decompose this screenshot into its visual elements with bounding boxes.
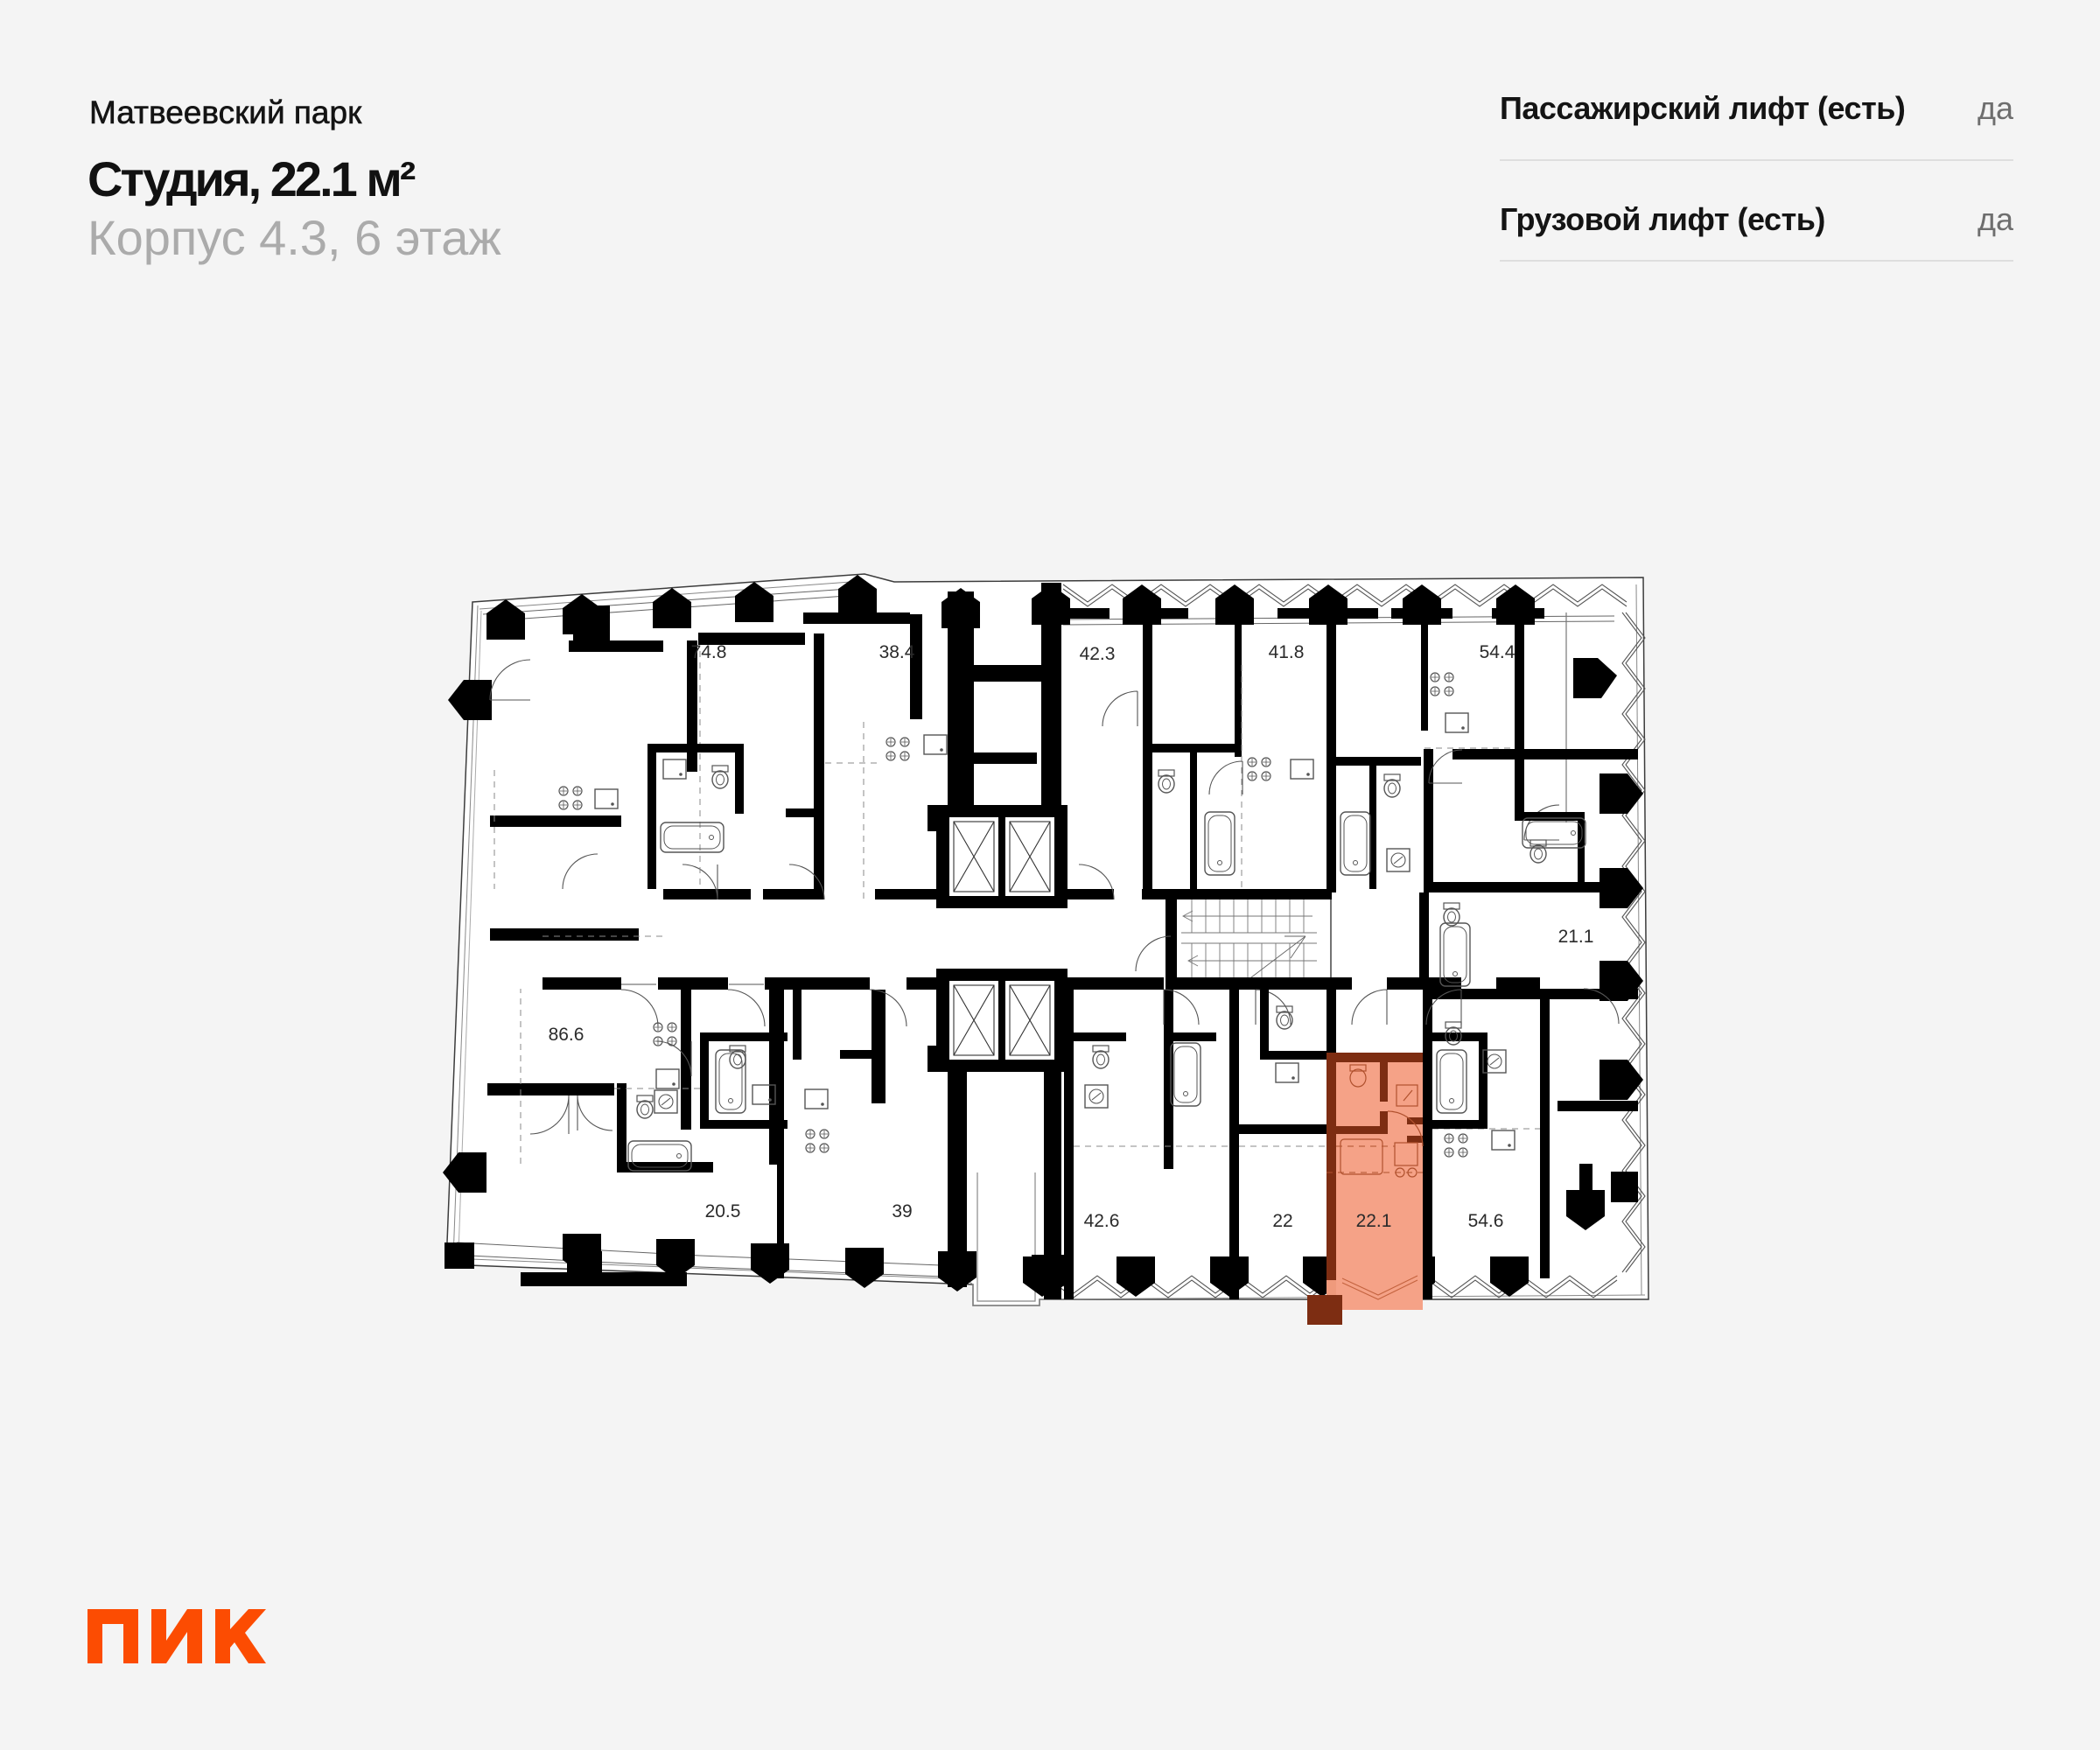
svg-text:21.1: 21.1: [1558, 927, 1594, 947]
svg-text:86.6: 86.6: [549, 1025, 584, 1045]
svg-text:39: 39: [892, 1201, 912, 1222]
svg-text:41.8: 41.8: [1269, 642, 1305, 662]
svg-text:42.3: 42.3: [1080, 644, 1116, 664]
svg-text:42.6: 42.6: [1084, 1211, 1120, 1231]
svg-text:74.8: 74.8: [691, 642, 727, 662]
svg-text:38.4: 38.4: [879, 642, 915, 662]
svg-text:20.5: 20.5: [705, 1201, 741, 1222]
svg-text:22: 22: [1272, 1211, 1292, 1231]
svg-text:54.6: 54.6: [1468, 1211, 1504, 1231]
svg-text:22.1: 22.1: [1356, 1211, 1392, 1231]
svg-text:54.4: 54.4: [1480, 642, 1516, 662]
